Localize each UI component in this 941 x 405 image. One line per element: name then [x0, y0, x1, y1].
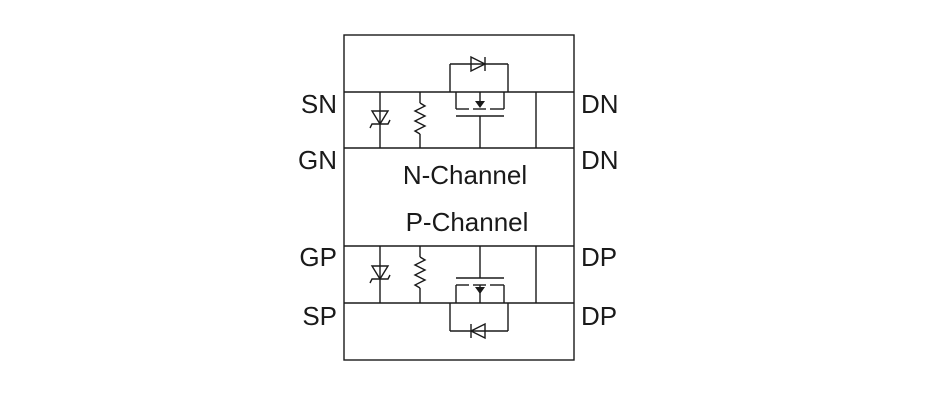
p-resistor-icon [413, 246, 427, 303]
n-zener-diode-icon [369, 92, 391, 148]
n-channel-circuit [344, 55, 574, 149]
pin-label-dp-1: DP [581, 242, 617, 272]
p-mosfet-icon [449, 246, 509, 340]
n-channel-label: N-Channel [403, 160, 527, 190]
pin-label-gp: GP [299, 242, 337, 272]
pin-label-sp: SP [302, 301, 337, 331]
p-channel-circuit [344, 245, 574, 340]
pin-label-sn: SN [301, 89, 337, 119]
p-zener-diode-icon [369, 246, 391, 303]
p-channel-label: P-Channel [406, 207, 529, 237]
package-outline [343, 34, 575, 361]
pin-label-gn: GN [298, 145, 337, 175]
pin-label-dn-2: DN [581, 145, 619, 175]
pin-label-dp-2: DP [581, 301, 617, 331]
n-mosfet-icon [449, 55, 509, 148]
n-resistor-icon [413, 92, 427, 148]
pin-label-dn-1: DN [581, 89, 619, 119]
